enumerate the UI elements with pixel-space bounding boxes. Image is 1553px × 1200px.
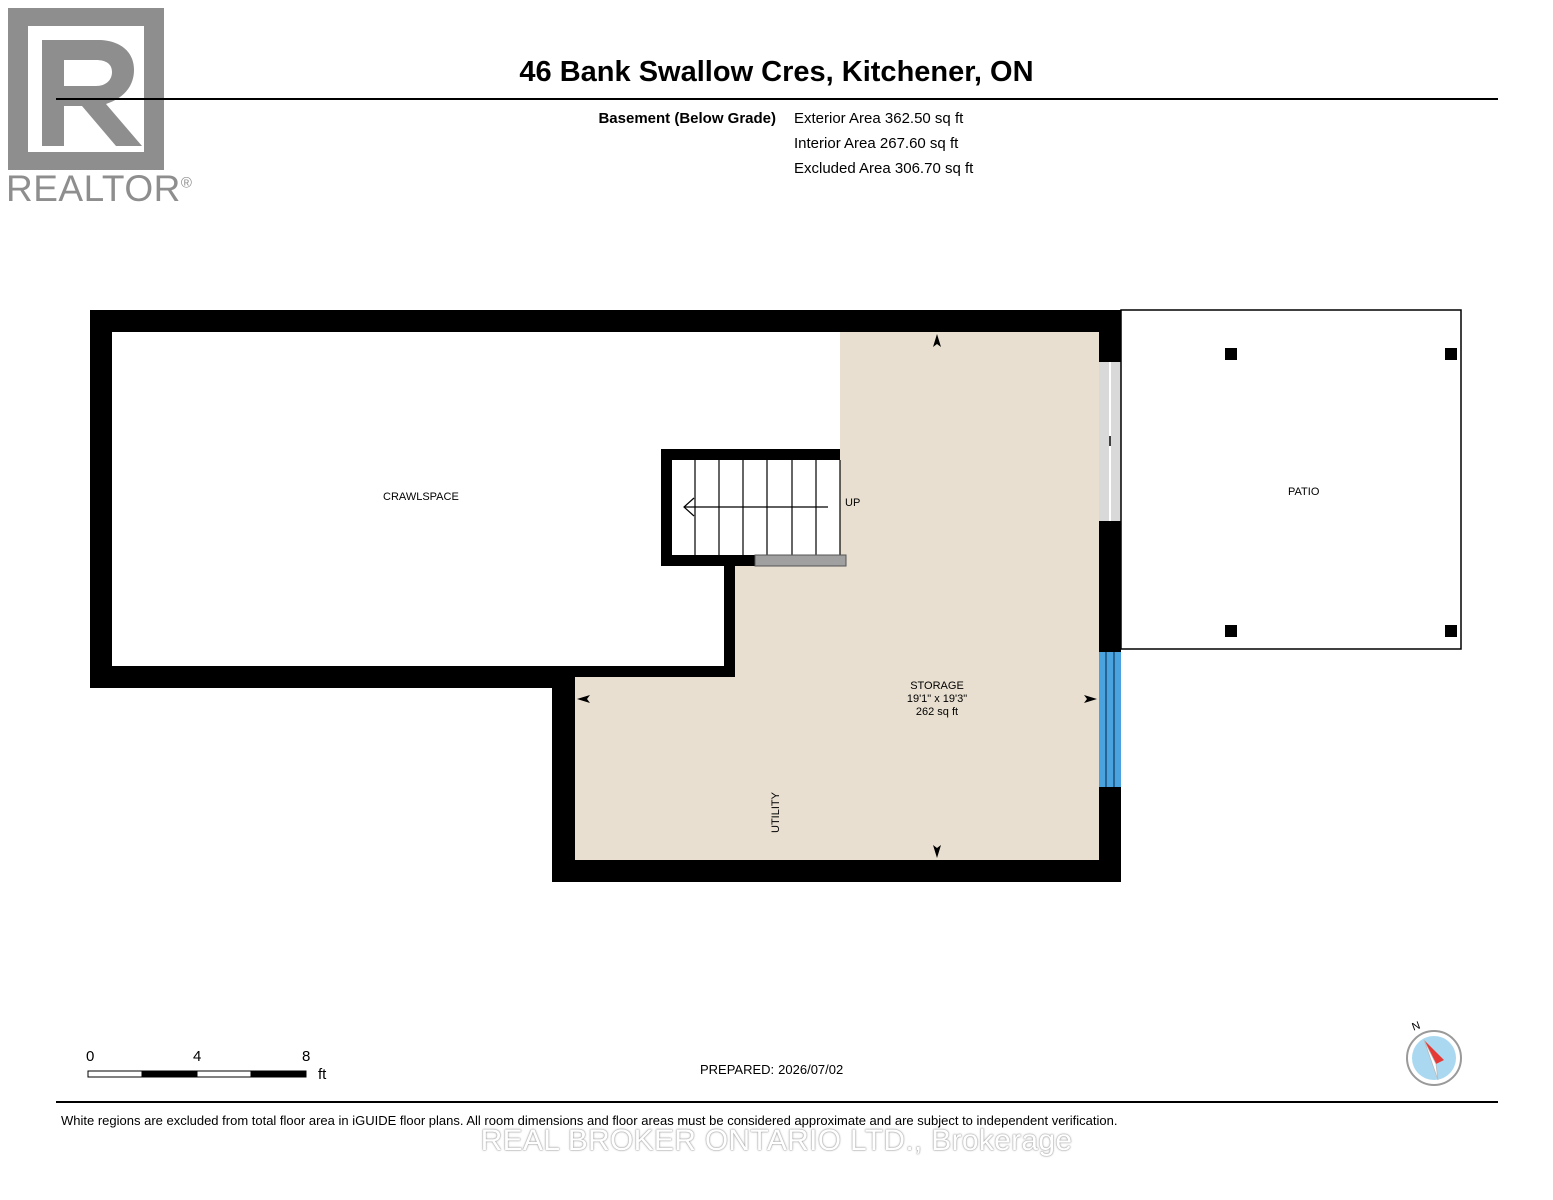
patio-post (1445, 625, 1457, 637)
storage-wall-right-top (1099, 310, 1121, 362)
storage-wall-left (552, 677, 575, 882)
storage-dimensions: 19'1" x 19'3" (906, 693, 968, 705)
storage-wall-right-bottom (1099, 787, 1121, 882)
scale-tick-4: 4 (193, 1048, 202, 1065)
floor-level-name: Basement (Below Grade) (598, 110, 776, 127)
room-label-crawlspace: CRAWLSPACE (383, 491, 459, 503)
realtor-wordmark: REALTOR® (6, 168, 193, 209)
stairs-up-label: UP (845, 497, 861, 509)
footer-rule (56, 1101, 1498, 1103)
scale-bar (87, 1070, 307, 1078)
excluded-area: Excluded Area 306.70 sq ft (794, 160, 974, 177)
scale-tick-0: 0 (86, 1048, 95, 1065)
storage-floor-fill (575, 332, 1099, 860)
header-rule (56, 98, 1498, 100)
scale-tick-8: 8 (302, 1048, 311, 1065)
patio-post (1225, 625, 1237, 637)
patio-post (1225, 348, 1237, 360)
realtor-logo (8, 8, 164, 170)
storage-wall-right-mid (1099, 521, 1121, 652)
dimension-marker-bottom (933, 845, 941, 858)
exterior-area: Exterior Area 362.50 sq ft (794, 110, 964, 127)
storage-name: STORAGE (910, 680, 964, 692)
property-address: 46 Bank Swallow Cres, Kitchener, ON (519, 56, 1034, 88)
room-label-utility: UTILITY (769, 792, 782, 833)
room-label-patio: PATIO (1288, 486, 1320, 498)
storage-area: 262 sq ft (915, 706, 959, 718)
scale-unit: ft (318, 1066, 327, 1083)
dimension-marker-right (1084, 695, 1097, 703)
room-label-storage: STORAGE 19'1" x 19'3" 262 sq ft (887, 680, 987, 719)
compass-north-label: N (1410, 1020, 1422, 1034)
stair-landing (754, 554, 847, 567)
compass-icon: N (1406, 1020, 1462, 1086)
stair-direction-arrow (683, 497, 828, 517)
patio-post (1445, 348, 1457, 360)
patio-outline (1120, 309, 1462, 650)
brokerage-watermark: REAL BROKER ONTARIO LTD., Brokerage (480, 1124, 1073, 1157)
window (1099, 652, 1121, 787)
dimension-marker-left (577, 695, 590, 703)
interior-area: Interior Area 267.60 sq ft (794, 135, 959, 152)
dimension-marker-top (933, 334, 941, 347)
storage-wall-bottom (552, 860, 1121, 882)
prepared-date: PREPARED:2026/07/02 (700, 1062, 844, 1077)
disclaimer-text: White regions are excluded from total fl… (61, 1113, 1118, 1128)
